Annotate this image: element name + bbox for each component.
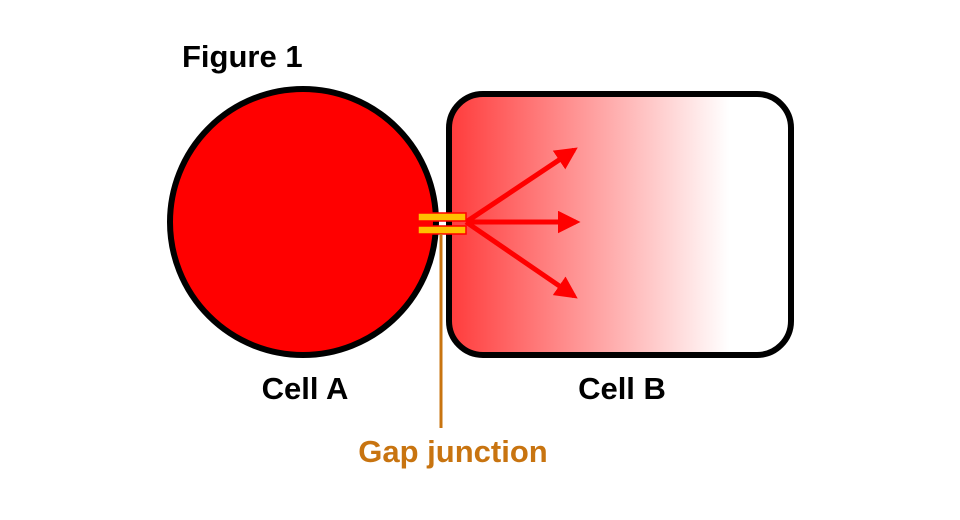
diffusion-arrows: [464, 147, 581, 299]
arrow-up: [464, 147, 578, 225]
cell-a-label: Cell A: [262, 371, 349, 406]
cell-b-shape: [446, 91, 794, 358]
gap-junction-label: Gap junction: [358, 434, 547, 469]
cell-a-shape: [167, 86, 439, 358]
arrow-down: [464, 219, 578, 299]
gap-junction-bar-bottom: [417, 225, 467, 235]
cell-b-label: Cell B: [578, 371, 666, 406]
figure-title: Figure 1: [182, 39, 303, 74]
gap-junction-bar-top: [417, 212, 467, 222]
